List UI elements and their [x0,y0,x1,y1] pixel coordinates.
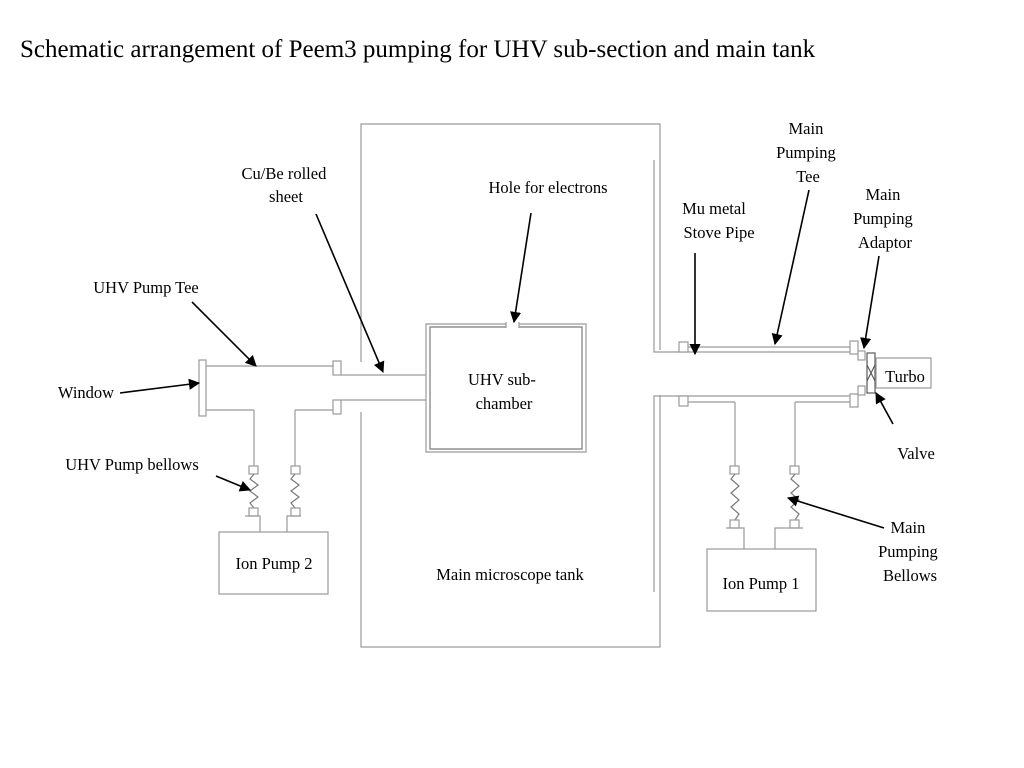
label-uhv-sub-chamber: UHV sub- chamber [468,370,540,413]
turbo-pump [875,357,932,389]
label-window: Window [58,383,114,402]
arrow-cu-be-sheet [315,213,385,374]
label-uhv-pump-bellows: UHV Pump bellows [65,455,199,474]
annotation-arrows [119,189,894,529]
label-main-pumping-adaptor: Main Pumping Adaptor [853,185,917,252]
label-main-microscope-tank: Main microscope tank [436,565,584,584]
main-pumping-adaptor [849,340,866,408]
label-ion-pump-1: Ion Pump 1 [722,574,799,593]
label-cu-be-rolled-sheet: Cu/Be rolled sheet [242,164,331,206]
label-uhv-pump-tee: UHV Pump Tee [93,278,199,297]
label-hole-for-electrons: Hole for electrons [488,178,607,197]
diagram-title: Schematic arrangement of Peem3 pumping f… [20,36,816,63]
label-valve: Valve [897,444,935,463]
uhv-pump-bellows [245,465,301,532]
valve [866,352,876,394]
arrow-uhv-pump-bellows [215,475,252,492]
label-mu-metal-stove-pipe: Mu metal Stove Pipe [682,199,754,242]
main-microscope-tank [360,123,661,648]
mu-metal-stove-pipe [653,160,850,592]
ion-pump-1 [706,548,817,612]
arrow-window [119,378,201,394]
main-pumping-tee [678,341,850,466]
arrow-main-pumping-tee [771,189,810,346]
window-flange [198,359,207,417]
arrow-main-pumping-bellows [786,495,885,529]
main-pumping-bellows [726,465,803,549]
arrow-uhv-pump-tee [191,301,257,367]
uhv-pump-tee [206,360,426,466]
label-ion-pump-2: Ion Pump 2 [235,554,312,573]
label-turbo: Turbo [885,367,925,386]
arrow-hole-for-electrons [510,212,532,324]
arrow-valve [875,392,894,425]
label-main-pumping-bellows: Main Pumping Bellows [878,518,942,585]
label-main-pumping-tee: Main Pumping Tee [776,119,840,186]
uhv-sub-chamber [425,322,587,453]
arrow-main-pumping-adaptor [860,255,880,350]
ion-pump-2 [218,531,329,595]
